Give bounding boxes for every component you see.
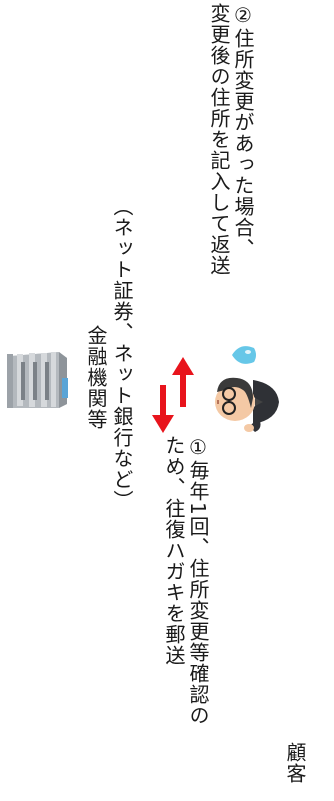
- step1-line2: ため、往復ハガキを郵送: [162, 435, 186, 666]
- arrow-up-icon: [172, 357, 194, 407]
- customer-icon: [215, 377, 279, 432]
- customer-label: 顧客: [283, 742, 307, 784]
- institution-detail: （ネット証券、ネット銀行など）: [110, 196, 134, 511]
- step1-text: ①毎年1回、住所変更等確認の ため、往復ハガキを郵送: [162, 435, 210, 795]
- arrow-down-icon: [152, 385, 174, 433]
- step1-line1: ①毎年1回、住所変更等確認の: [186, 435, 210, 726]
- institution-name: 金融機関等: [84, 325, 108, 430]
- step2-line2: 変更後の住所を記入して返送: [207, 3, 231, 276]
- step2-line1: ②住所変更があった場合、: [231, 3, 255, 259]
- sweat-drop-icon: [232, 346, 256, 364]
- step2-text: ②住所変更があった場合、 変更後の住所を記入して返送: [207, 3, 255, 333]
- building-icon: [7, 352, 68, 408]
